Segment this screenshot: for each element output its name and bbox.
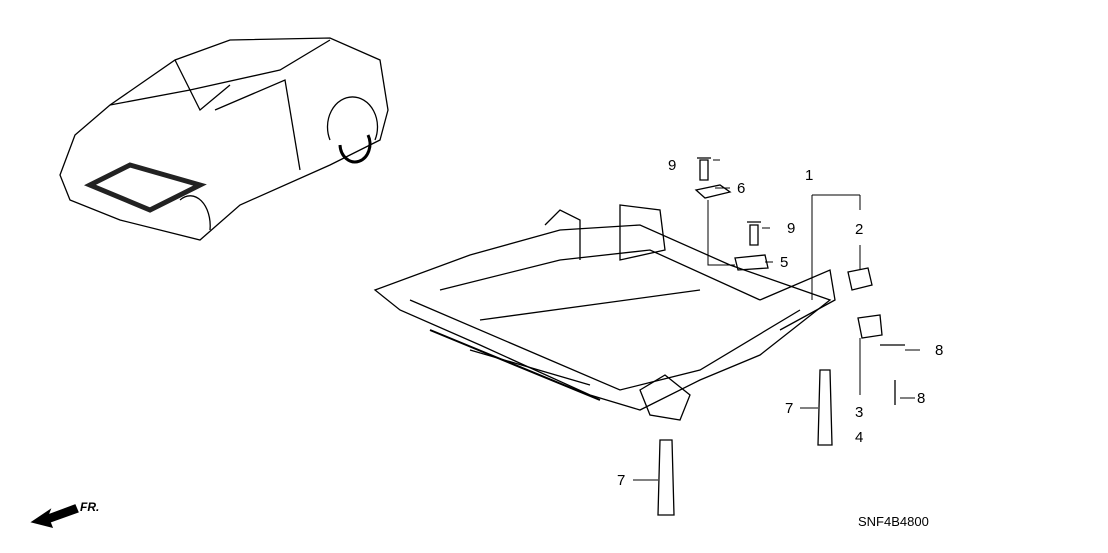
leader-lines — [633, 159, 920, 481]
front-arrow-icon — [30, 504, 79, 528]
callout-6: 6 — [737, 180, 746, 197]
car-outline — [59, 37, 389, 241]
callout-8-lower: 8 — [917, 390, 926, 407]
front-direction-label: FR. — [80, 500, 100, 514]
callout-9-lower: 9 — [787, 220, 796, 237]
callout-8-upper: 8 — [935, 342, 944, 359]
diagram-code: SNF4B4800 — [858, 514, 929, 529]
small-parts — [657, 157, 905, 516]
subframe-drawing — [373, 204, 836, 421]
callout-7-lower: 7 — [617, 472, 626, 489]
callout-7-upper: 7 — [785, 400, 794, 417]
callout-9-upper: 9 — [668, 157, 677, 174]
callout-1: 1 — [805, 167, 814, 184]
callout-2: 2 — [855, 221, 864, 238]
callout-3: 3 — [855, 404, 864, 421]
callout-5: 5 — [780, 254, 789, 271]
callout-4: 4 — [855, 429, 864, 446]
